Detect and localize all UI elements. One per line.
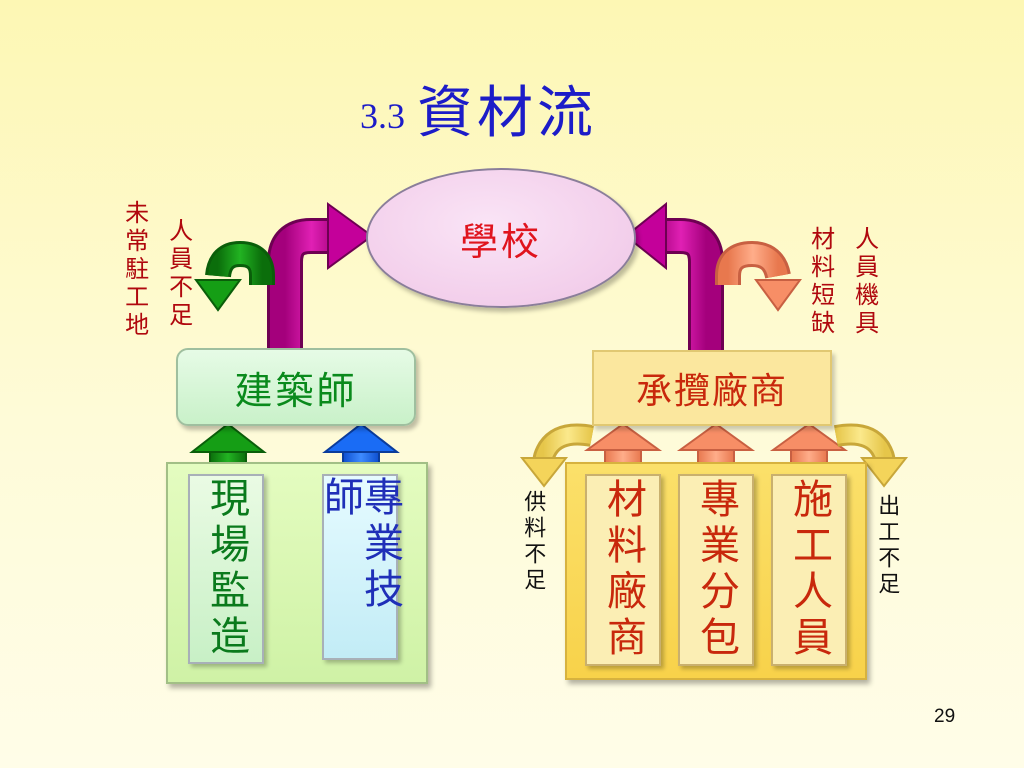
workers-node: 施工人員: [771, 474, 847, 666]
arrow-contractor-to-school: [624, 201, 724, 352]
arrow-yellow-right: [833, 423, 909, 488]
professional-tech-node: 專業技師: [317, 474, 403, 660]
note-not-resident: 未常駐工地: [120, 200, 149, 340]
arrow-yellow-left: [519, 423, 595, 488]
page-number: 29: [934, 706, 956, 727]
school-node: 學校: [366, 168, 636, 308]
note-staff-shortage: 人員不足: [164, 218, 193, 330]
material-supplier-node: 材料廠商: [585, 474, 661, 666]
note-supply-shortage: 供料不足: [520, 490, 546, 594]
title-number: 3.3: [360, 96, 405, 136]
contractor-node: 承攬廠商: [592, 350, 832, 426]
slide-title: 3.3 資材流: [360, 68, 597, 149]
subcontractor-node: 專業分包: [678, 474, 754, 666]
school-label: 學校: [459, 219, 542, 264]
note-personnel-equipment: 人員機具: [850, 226, 879, 338]
arrow-green-curve: [194, 240, 275, 312]
title-text: 資材流: [417, 81, 597, 146]
arrow-salmon-curve: [715, 240, 802, 312]
arrow-architect-to-school: [267, 202, 374, 350]
architect-node: 建築師: [176, 348, 416, 426]
site-supervision-node: 現場監造: [188, 474, 264, 664]
note-labor-shortage: 出工不足: [874, 494, 900, 598]
note-material-shortage: 材料短缺: [806, 226, 835, 338]
